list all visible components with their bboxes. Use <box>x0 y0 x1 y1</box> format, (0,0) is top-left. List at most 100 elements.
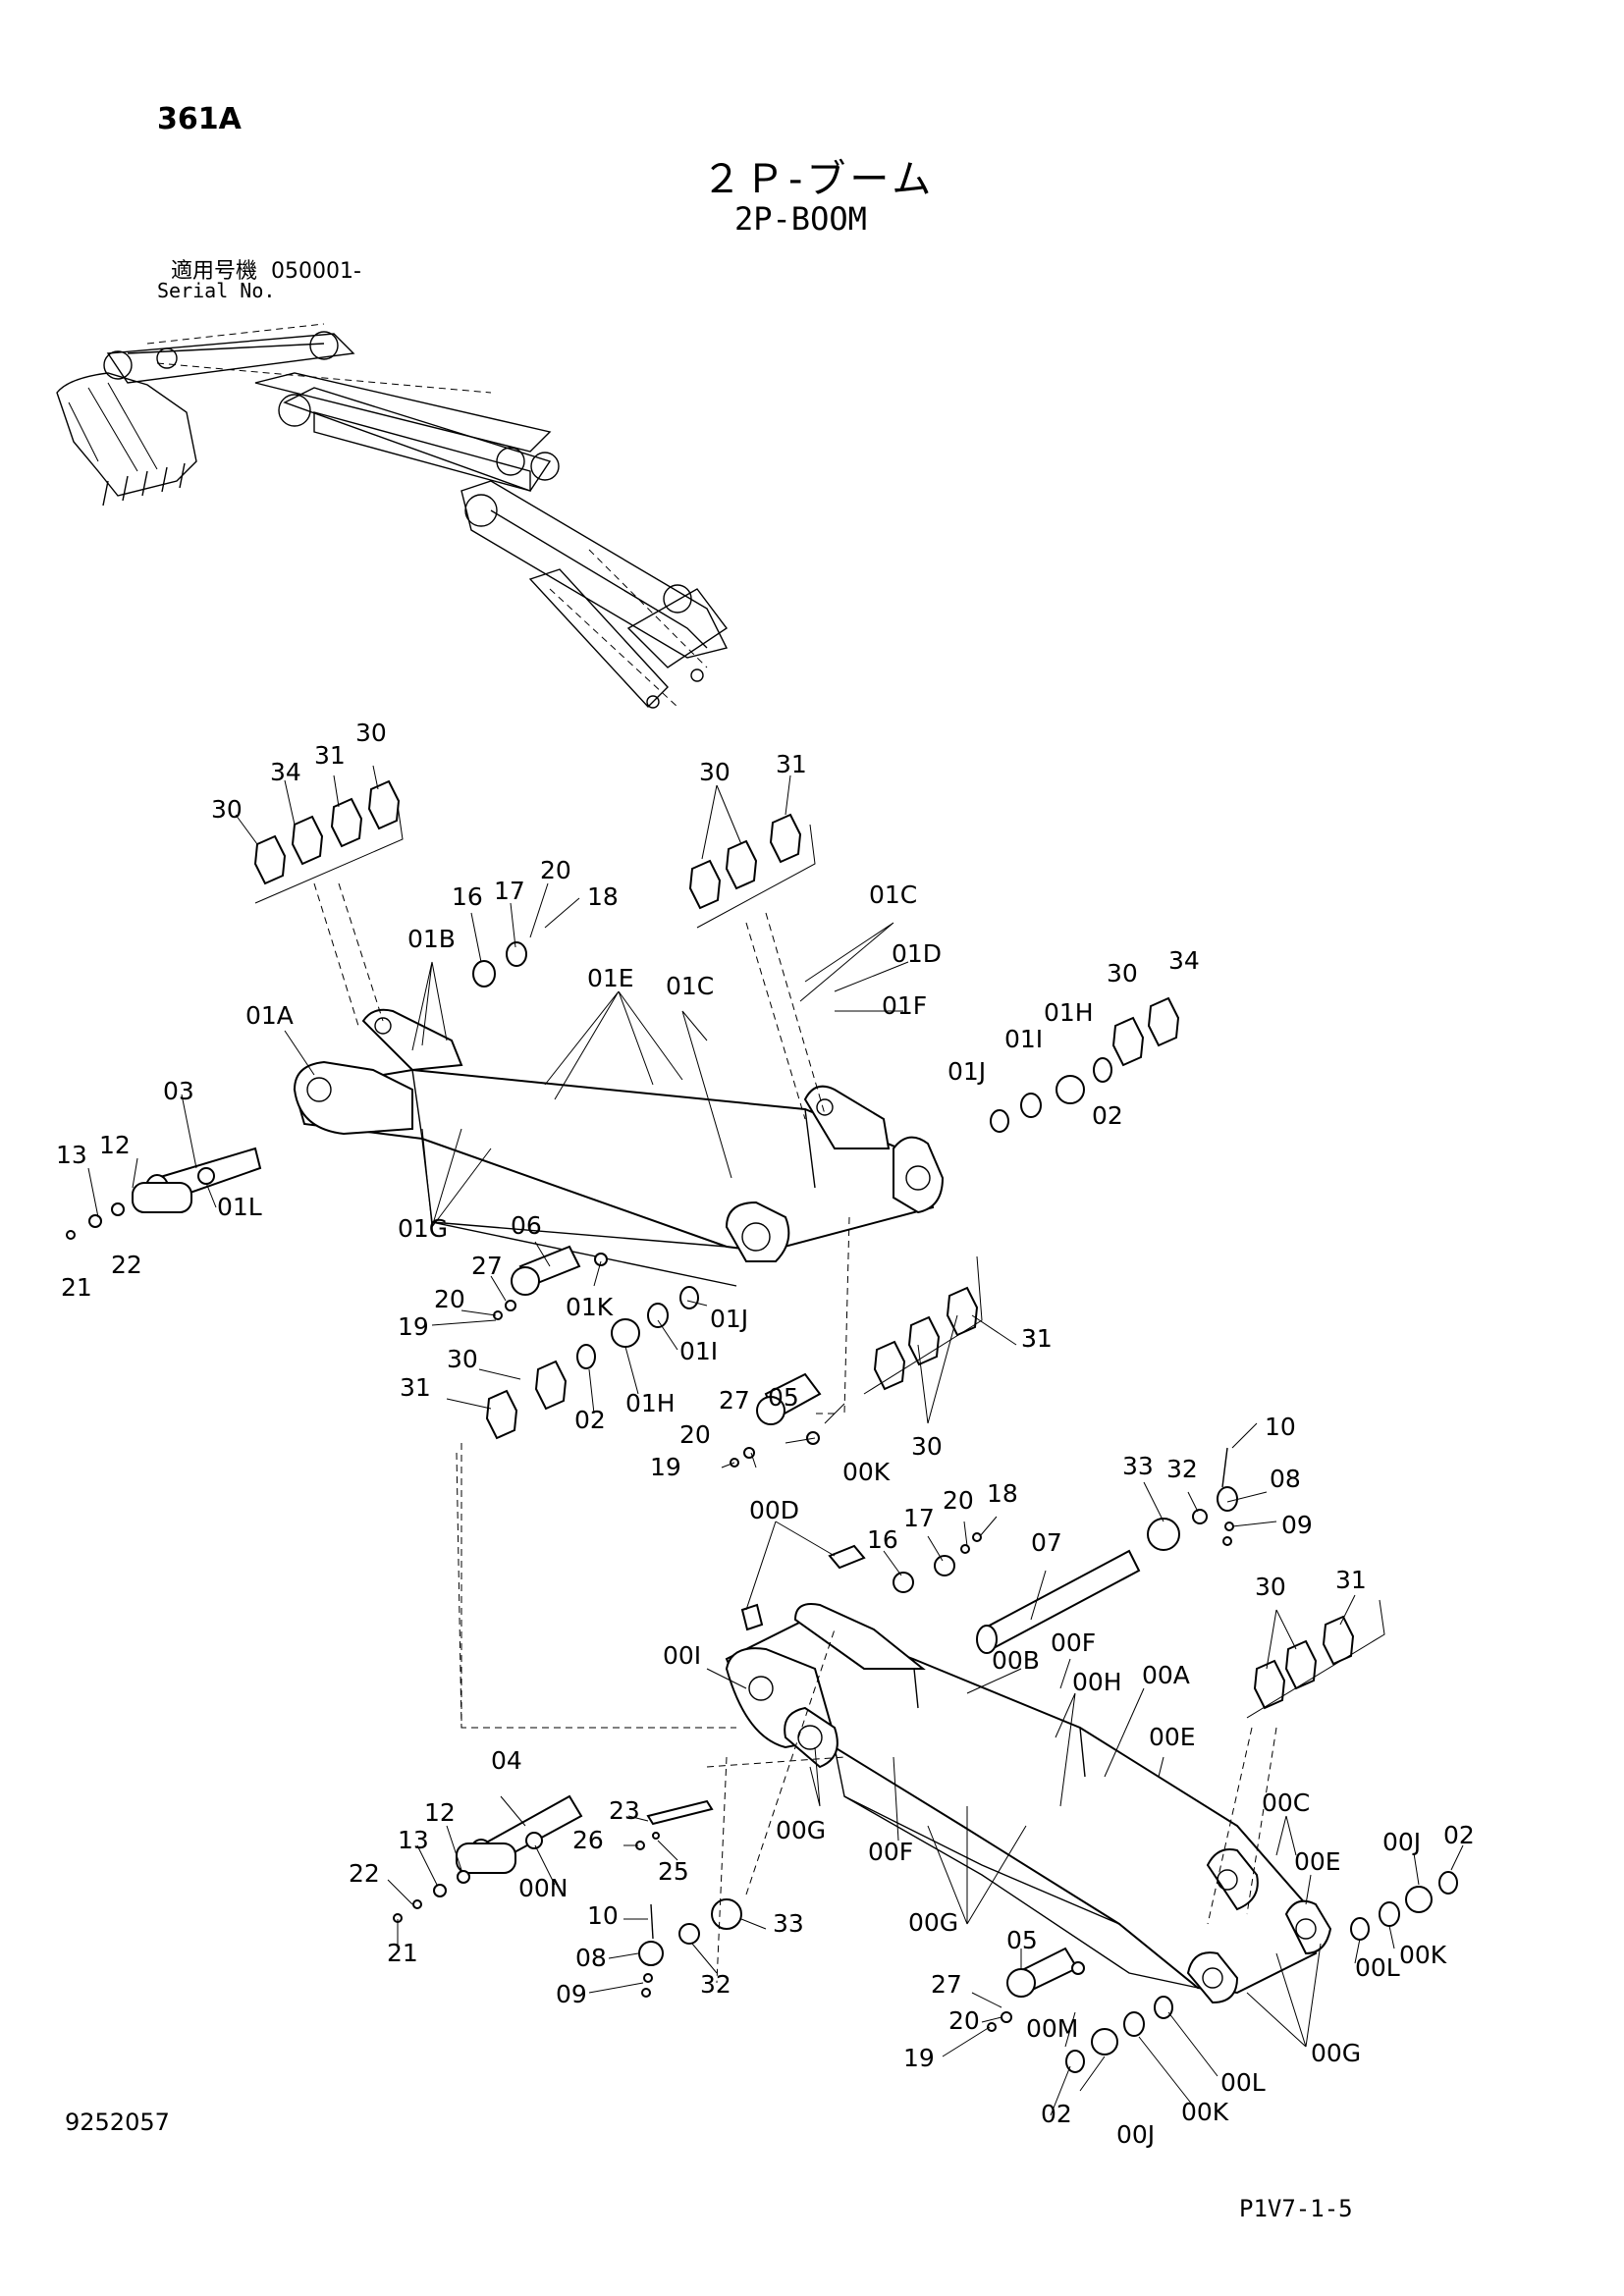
callout: 27 <box>719 1386 750 1415</box>
callout: 07 <box>1031 1528 1062 1557</box>
page-reference: P1V7-1-5 <box>1239 2195 1353 2222</box>
callout: 30 <box>447 1345 478 1373</box>
callout: 22 <box>349 1859 380 1888</box>
callout: 31 <box>1021 1324 1053 1353</box>
callout: 09 <box>1281 1511 1313 1539</box>
callout: 30 <box>911 1432 943 1461</box>
callout: 00F <box>1051 1629 1096 1657</box>
callout: 05 <box>1006 1926 1038 1954</box>
callout: 08 <box>1270 1465 1301 1493</box>
callout: 32 <box>1166 1455 1198 1483</box>
document-id: 9252057 <box>65 2109 170 2136</box>
serial-label-jp-text: 適用号機 <box>171 259 258 284</box>
overview-attachment-illustration <box>56 323 729 709</box>
callout: 34 <box>1168 946 1200 975</box>
callout: 31 <box>400 1373 431 1402</box>
callout: 02 <box>1443 1821 1475 1849</box>
callout: 19 <box>398 1312 429 1341</box>
callout: 00E <box>1149 1723 1196 1751</box>
callout: 02 <box>1092 1101 1123 1130</box>
leader-lines <box>87 765 1464 2116</box>
shim-stack-lower-right <box>1246 1599 1385 1719</box>
callout: 27 <box>471 1252 503 1280</box>
callout: 20 <box>948 2006 980 2035</box>
callout: 03 <box>163 1077 194 1105</box>
callout: 00E <box>1294 1847 1341 1876</box>
callout: 30 <box>355 719 387 747</box>
callout: 31 <box>1021 1324 1053 1353</box>
callout: 01B <box>407 925 456 953</box>
callout: 00D <box>749 1496 799 1524</box>
callout: 01C <box>869 881 917 909</box>
callout: 20 <box>943 1486 974 1515</box>
callout: 01I <box>1004 1025 1043 1053</box>
callout: 16 <box>867 1525 898 1554</box>
callout: 20 <box>540 856 571 884</box>
serial-label-english: Serial No. <box>157 279 276 302</box>
callout: 00B <box>992 1646 1040 1675</box>
callout: 01G <box>398 1214 448 1243</box>
callout: 04 <box>491 1746 522 1775</box>
callouts-upper: 30 34 31 30 30 31 16 17 20 18 01B 01C 01… <box>56 719 1200 1486</box>
callout: 26 <box>572 1826 604 1854</box>
callout: 00M <box>1026 2014 1078 2043</box>
callout: 01I <box>679 1337 718 1365</box>
callout: 01C <box>666 972 714 1000</box>
callout: 00F <box>868 1838 913 1866</box>
callout: 13 <box>398 1826 429 1854</box>
callout: 30 <box>699 758 731 786</box>
callout: 27 <box>931 1970 962 1999</box>
callouts-lower: 10 33 32 08 09 00D 16 17 20 18 07 30 31 … <box>349 1413 1475 2149</box>
callout: 00J <box>1382 1828 1421 1856</box>
callout: 00K <box>1181 2098 1229 2126</box>
callout: 33 <box>773 1909 804 1938</box>
callout: 31 <box>776 750 807 778</box>
shim-stack-middle-right <box>863 1255 983 1395</box>
callout: 17 <box>494 877 525 905</box>
callout: 25 <box>658 1857 689 1886</box>
callout: 01K <box>566 1293 614 1321</box>
serial-label-japanese: 適用号機 050001- <box>171 253 361 285</box>
page-code: 361A <box>157 102 242 136</box>
callout: 21 <box>387 1939 418 1967</box>
callout: 10 <box>587 1901 619 1930</box>
callout: 32 <box>700 1970 731 1999</box>
callout: 34 <box>270 758 301 786</box>
callout: 10 <box>1265 1413 1296 1441</box>
callout: 00H <box>1072 1668 1122 1696</box>
callout: 06 <box>511 1211 542 1240</box>
callout: 00K <box>842 1458 891 1486</box>
callout: 30 <box>1255 1573 1286 1601</box>
callout: 00G <box>776 1816 826 1844</box>
shim-stack-upper-center <box>688 813 816 929</box>
callout: 20 <box>679 1420 711 1449</box>
callout: 19 <box>650 1453 681 1481</box>
callout: 30 <box>211 795 243 824</box>
callout: 01A <box>245 1001 294 1030</box>
callout: 12 <box>99 1131 131 1159</box>
shim-stack-middle-left <box>485 1360 568 1440</box>
callout: 02 <box>1041 2100 1072 2128</box>
shim-stack-upper-right <box>1111 996 1180 1067</box>
callout: 33 <box>1122 1452 1154 1480</box>
callout: 23 <box>609 1796 640 1825</box>
callout: 01H <box>1044 998 1094 1027</box>
callout: 01D <box>892 939 942 968</box>
callout: 00J <box>1116 2120 1155 2149</box>
callout: 13 <box>56 1141 87 1169</box>
callout: 12 <box>424 1798 456 1827</box>
lower-boom-assembly <box>393 1447 1458 2073</box>
callout: 16 <box>452 882 483 911</box>
callout: 01E <box>587 964 634 992</box>
callout: 00G <box>1311 2039 1361 2067</box>
callout: 17 <box>903 1504 935 1532</box>
callout: 00A <box>1142 1661 1190 1689</box>
callout: 31 <box>314 741 346 770</box>
callout: 00C <box>1262 1789 1310 1817</box>
callout: 00L <box>1220 2068 1266 2097</box>
callout: 09 <box>556 1980 587 2008</box>
serial-range: 050001- <box>271 259 361 284</box>
callout: 00G <box>908 1908 958 1937</box>
shim-stack-upper-left <box>253 779 404 904</box>
